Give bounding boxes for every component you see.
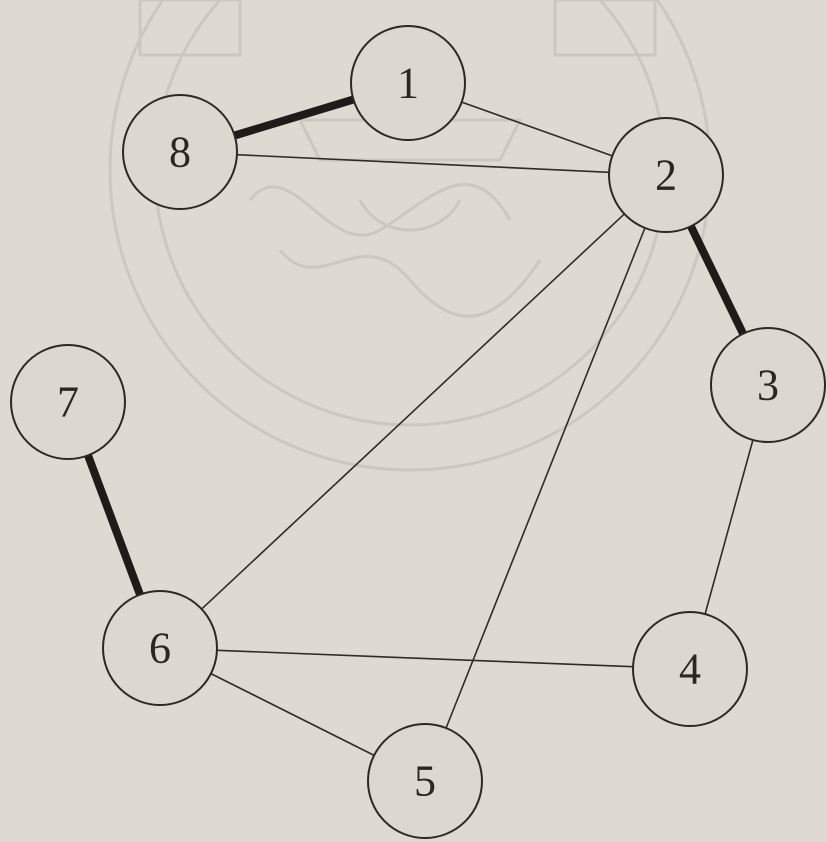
node-label: 2 (655, 151, 677, 200)
node-label: 5 (414, 757, 436, 806)
node-circle (608, 117, 724, 233)
node-5: 5 (367, 723, 483, 839)
node-label: 4 (679, 645, 701, 694)
edge-6-4 (216, 649, 634, 668)
edge-3-4 (704, 439, 754, 615)
node-4: 4 (632, 611, 748, 727)
edge-8-2 (236, 153, 610, 174)
node-circle (710, 327, 826, 443)
node-label: 1 (397, 59, 419, 108)
node-label: 7 (57, 378, 79, 427)
edge-2-6 (200, 213, 626, 610)
edge-6-5 (210, 672, 375, 757)
node-circle (632, 611, 748, 727)
node-7: 7 (10, 344, 126, 460)
edge-7-6 (84, 451, 144, 599)
graph-nodes: 1 2 3 4 5 6 7 8 (10, 25, 826, 839)
node-circle (350, 25, 466, 141)
node-6: 6 (102, 590, 218, 706)
edge-1-8 (230, 95, 358, 140)
node-3: 3 (710, 327, 826, 443)
node-circle (102, 590, 218, 706)
node-label: 6 (149, 624, 171, 673)
edge-1-2 (460, 101, 614, 157)
edge-2-3 (686, 222, 748, 338)
edge-2-5 (445, 227, 646, 729)
node-8: 8 (122, 94, 238, 210)
node-2: 2 (608, 117, 724, 233)
node-circle (122, 94, 238, 210)
node-circle (10, 344, 126, 460)
node-label: 8 (169, 128, 191, 177)
node-label: 3 (757, 361, 779, 410)
node-1: 1 (350, 25, 466, 141)
graph-edges (84, 95, 754, 757)
node-circle (367, 723, 483, 839)
